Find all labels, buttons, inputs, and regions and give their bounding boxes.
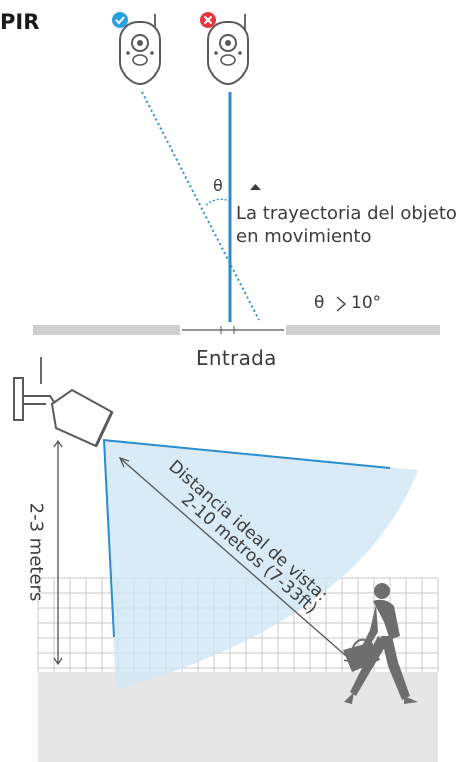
cross-icon xyxy=(200,12,216,28)
height-label: 2-3 meters xyxy=(25,502,47,602)
wall-right xyxy=(286,325,440,335)
wall-left xyxy=(33,325,180,335)
camera-correct xyxy=(119,14,161,85)
entrance-label: Entrada xyxy=(196,346,277,370)
angle-condition-theta: θ xyxy=(314,293,325,313)
greater-than-symbol xyxy=(336,296,347,312)
detection-cone xyxy=(103,440,418,690)
angle-arc xyxy=(205,198,230,206)
walking-person xyxy=(343,583,418,704)
ground xyxy=(38,672,438,762)
wall-camera xyxy=(13,357,114,448)
trajectory-label: La trayectoria del objeto en movimiento xyxy=(236,203,457,247)
camera-incorrect xyxy=(207,14,249,85)
angle-theta-label: θ xyxy=(213,176,223,195)
cone-top-edge xyxy=(102,439,391,469)
direction-arrow-icon xyxy=(250,184,261,190)
page-title: PIR xyxy=(0,10,40,34)
check-icon xyxy=(112,12,128,28)
height-measure xyxy=(53,439,63,666)
angle-condition-value: 10° xyxy=(351,293,382,313)
cone-left-edge xyxy=(103,439,115,638)
